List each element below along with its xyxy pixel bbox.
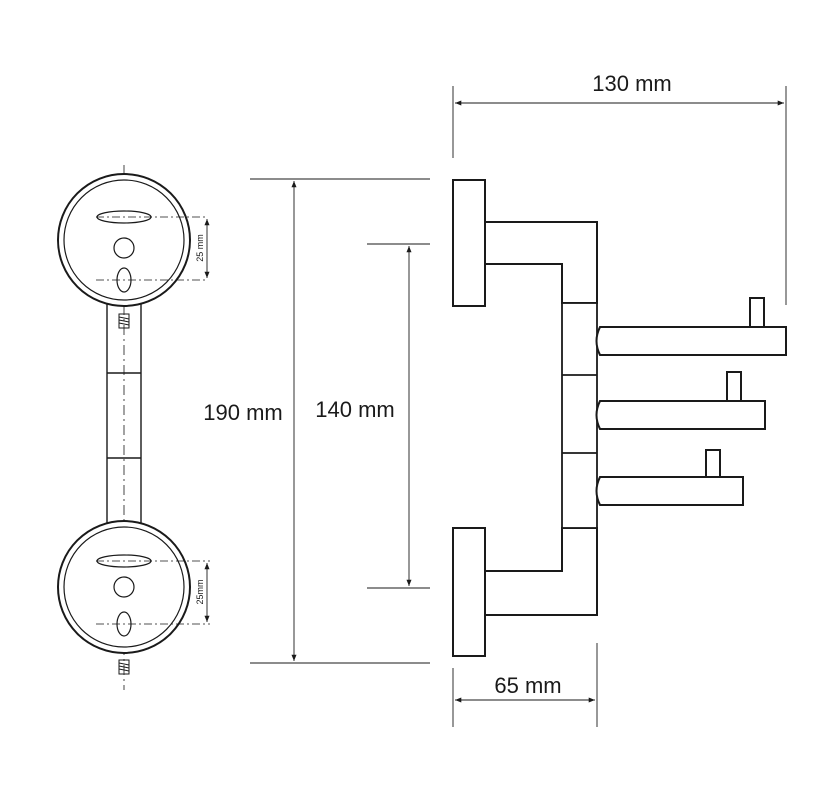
swivel-arm-3 (595, 449, 744, 506)
wall-plate-bottom (452, 527, 486, 657)
label-slot-offset-bottom: 25mm (195, 579, 205, 604)
height-dimensions (250, 178, 430, 664)
wall-plate-top (452, 179, 486, 307)
bottom-center-hole (113, 576, 135, 598)
label-total-width: 130 mm (592, 71, 671, 96)
label-depth: 65 mm (494, 673, 561, 698)
label-hole-spacing: 140 mm (315, 397, 394, 422)
label-total-height: 190 mm (203, 400, 282, 425)
bracket-bottom (484, 527, 598, 616)
bottom-rosette (57, 520, 210, 654)
swivel-arm-1 (595, 297, 787, 356)
swivel-stack (561, 302, 598, 529)
side-view (452, 179, 787, 657)
top-set-screw-icon (118, 313, 130, 329)
label-slot-offset-top: 25 mm (195, 234, 205, 262)
width-dimensions (452, 86, 787, 727)
top-rosette (57, 173, 208, 307)
bracket-top (484, 221, 598, 304)
top-center-hole (113, 237, 135, 259)
bottom-set-screw-icon (118, 659, 130, 675)
front-bar (106, 300, 142, 528)
front-view (57, 165, 210, 690)
swivel-arm-2 (595, 371, 766, 430)
